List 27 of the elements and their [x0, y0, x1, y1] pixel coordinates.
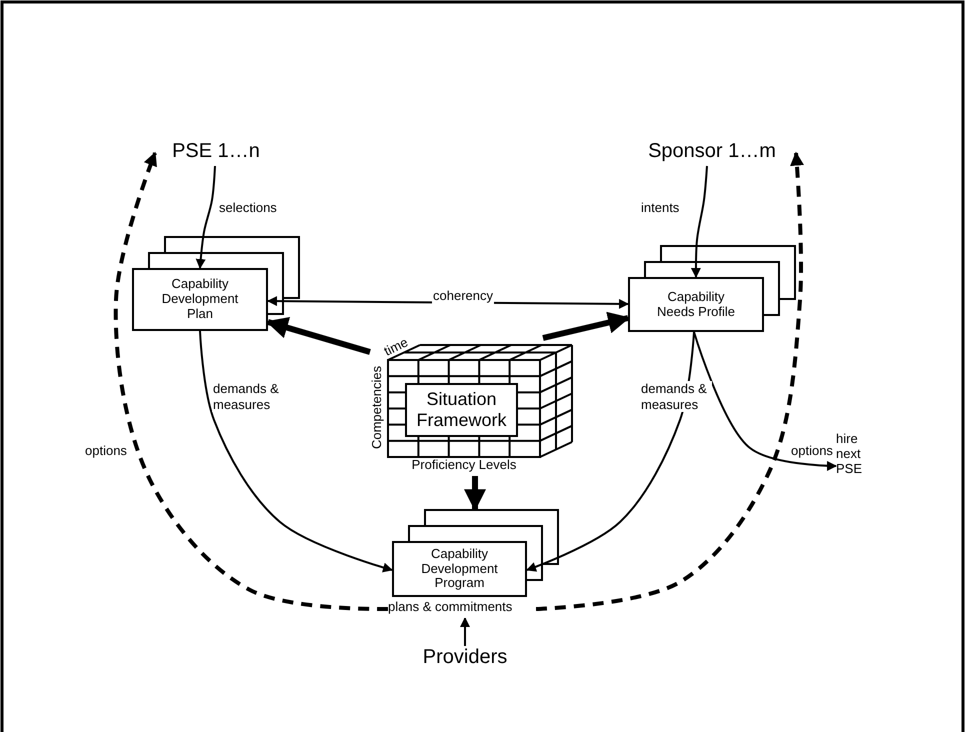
flow-text: hire next PSE — [836, 432, 880, 484]
arrow — [114, 152, 388, 612]
actor-label: Sponsor 1…m — [628, 140, 796, 166]
arrow — [460, 617, 470, 646]
edge-label: demands & measures — [640, 381, 712, 412]
arrow — [464, 476, 486, 512]
arrow — [196, 166, 216, 269]
edge-label: options — [84, 443, 128, 459]
edge-label: coherency — [432, 288, 494, 304]
axis-label: Competencies — [370, 366, 386, 450]
arrow — [693, 332, 837, 471]
flow-text: plans & commitments — [388, 600, 536, 618]
arrow — [536, 152, 804, 611]
arrow — [266, 317, 371, 355]
axis-label: time — [382, 335, 411, 360]
actor-label: Providers — [415, 646, 515, 670]
process-box: Capability Needs Profile — [628, 277, 764, 332]
process-box: Situation Framework — [405, 383, 518, 437]
axis-label: Proficiency Levels — [410, 458, 518, 473]
arrow — [199, 330, 393, 572]
arrow — [526, 332, 695, 572]
arrow — [690, 166, 708, 278]
arrow — [542, 312, 630, 341]
edge-label: options — [790, 443, 834, 459]
actor-label: PSE 1…n — [155, 140, 277, 166]
process-box: Capability Development Plan — [132, 268, 268, 331]
process-box: Capability Development Program — [392, 541, 527, 597]
